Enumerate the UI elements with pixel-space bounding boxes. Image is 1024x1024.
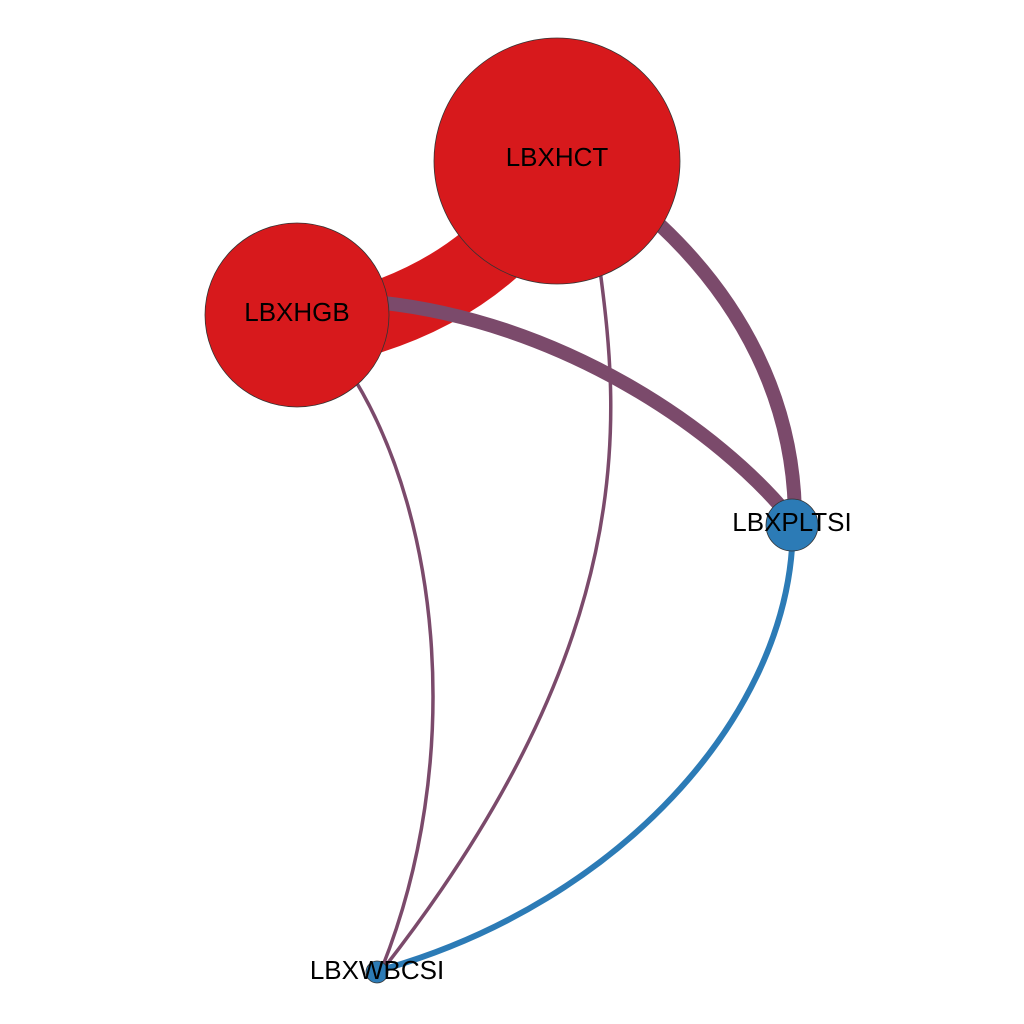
node-lbxwbcsi[interactable]: LBXWBCSI (310, 955, 444, 985)
edge-lbxpltsi-lbxwbcsi (385, 545, 795, 971)
node-lbxhct[interactable]: LBXHCT (433, 37, 681, 285)
node-lbxpltsi-circle[interactable] (765, 498, 819, 552)
node-lbxhct-circle[interactable] (433, 37, 681, 285)
node-lbxhgb[interactable]: LBXHGB (204, 222, 390, 408)
node-lbxpltsi[interactable]: LBXPLTSI (732, 498, 852, 552)
node-lbxhgb-circle[interactable] (204, 222, 390, 408)
nodes-layer: LBXHCT LBXHGB LBXPLTSI LBXWBCSI (204, 37, 852, 985)
node-lbxwbcsi-circle[interactable] (365, 960, 389, 984)
node-lbxwbcsi-label: LBXWBCSI (310, 955, 444, 985)
node-lbxhct-label: LBXHCT (506, 142, 609, 172)
edge-lbxhct-lbxwbcsi (382, 268, 613, 970)
node-lbxpltsi-label: LBXPLTSI (732, 507, 851, 537)
node-lbxhgb-label: LBXHGB (244, 297, 350, 327)
edge-lbxhgb-lbxpltsi (368, 295, 799, 527)
edge-lbxhct-lbxpltsi (653, 218, 802, 527)
edge-lbxhgb-lbxwbcsi (353, 378, 435, 970)
